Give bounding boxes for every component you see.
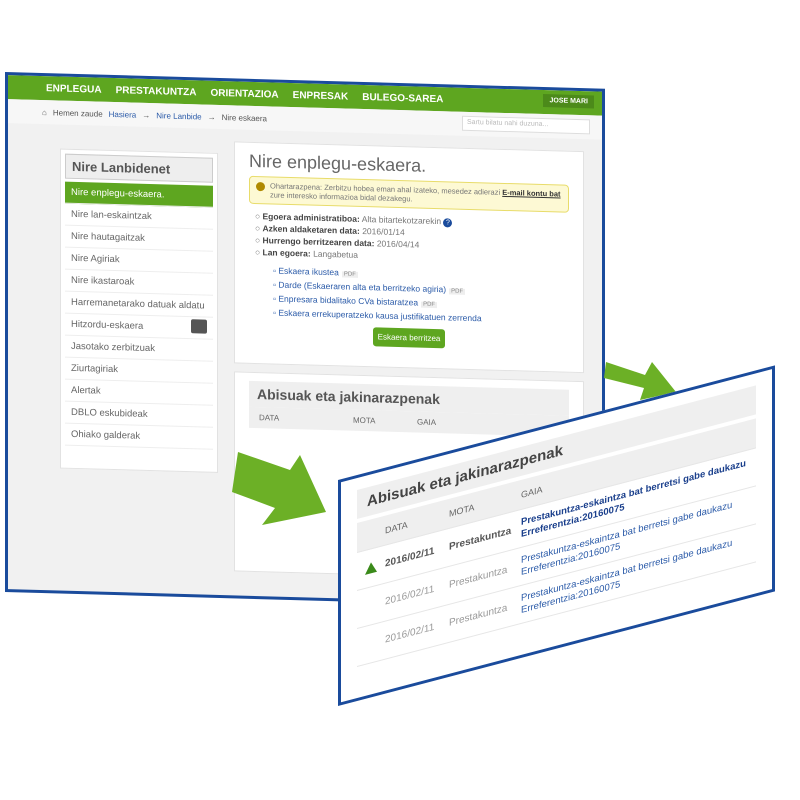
row-type: Prestakuntza [449,525,512,553]
row-date: 2016/02/11 [385,583,435,608]
row-date: 2016/02/11 [385,621,435,646]
row-type: Prestakuntza [449,564,508,591]
warning-icon [365,560,377,575]
arrow-icon [232,452,326,525]
row-type: Prestakuntza [449,602,508,629]
row-date: 2016/02/11 [385,545,435,570]
arrow-icon [604,362,676,400]
